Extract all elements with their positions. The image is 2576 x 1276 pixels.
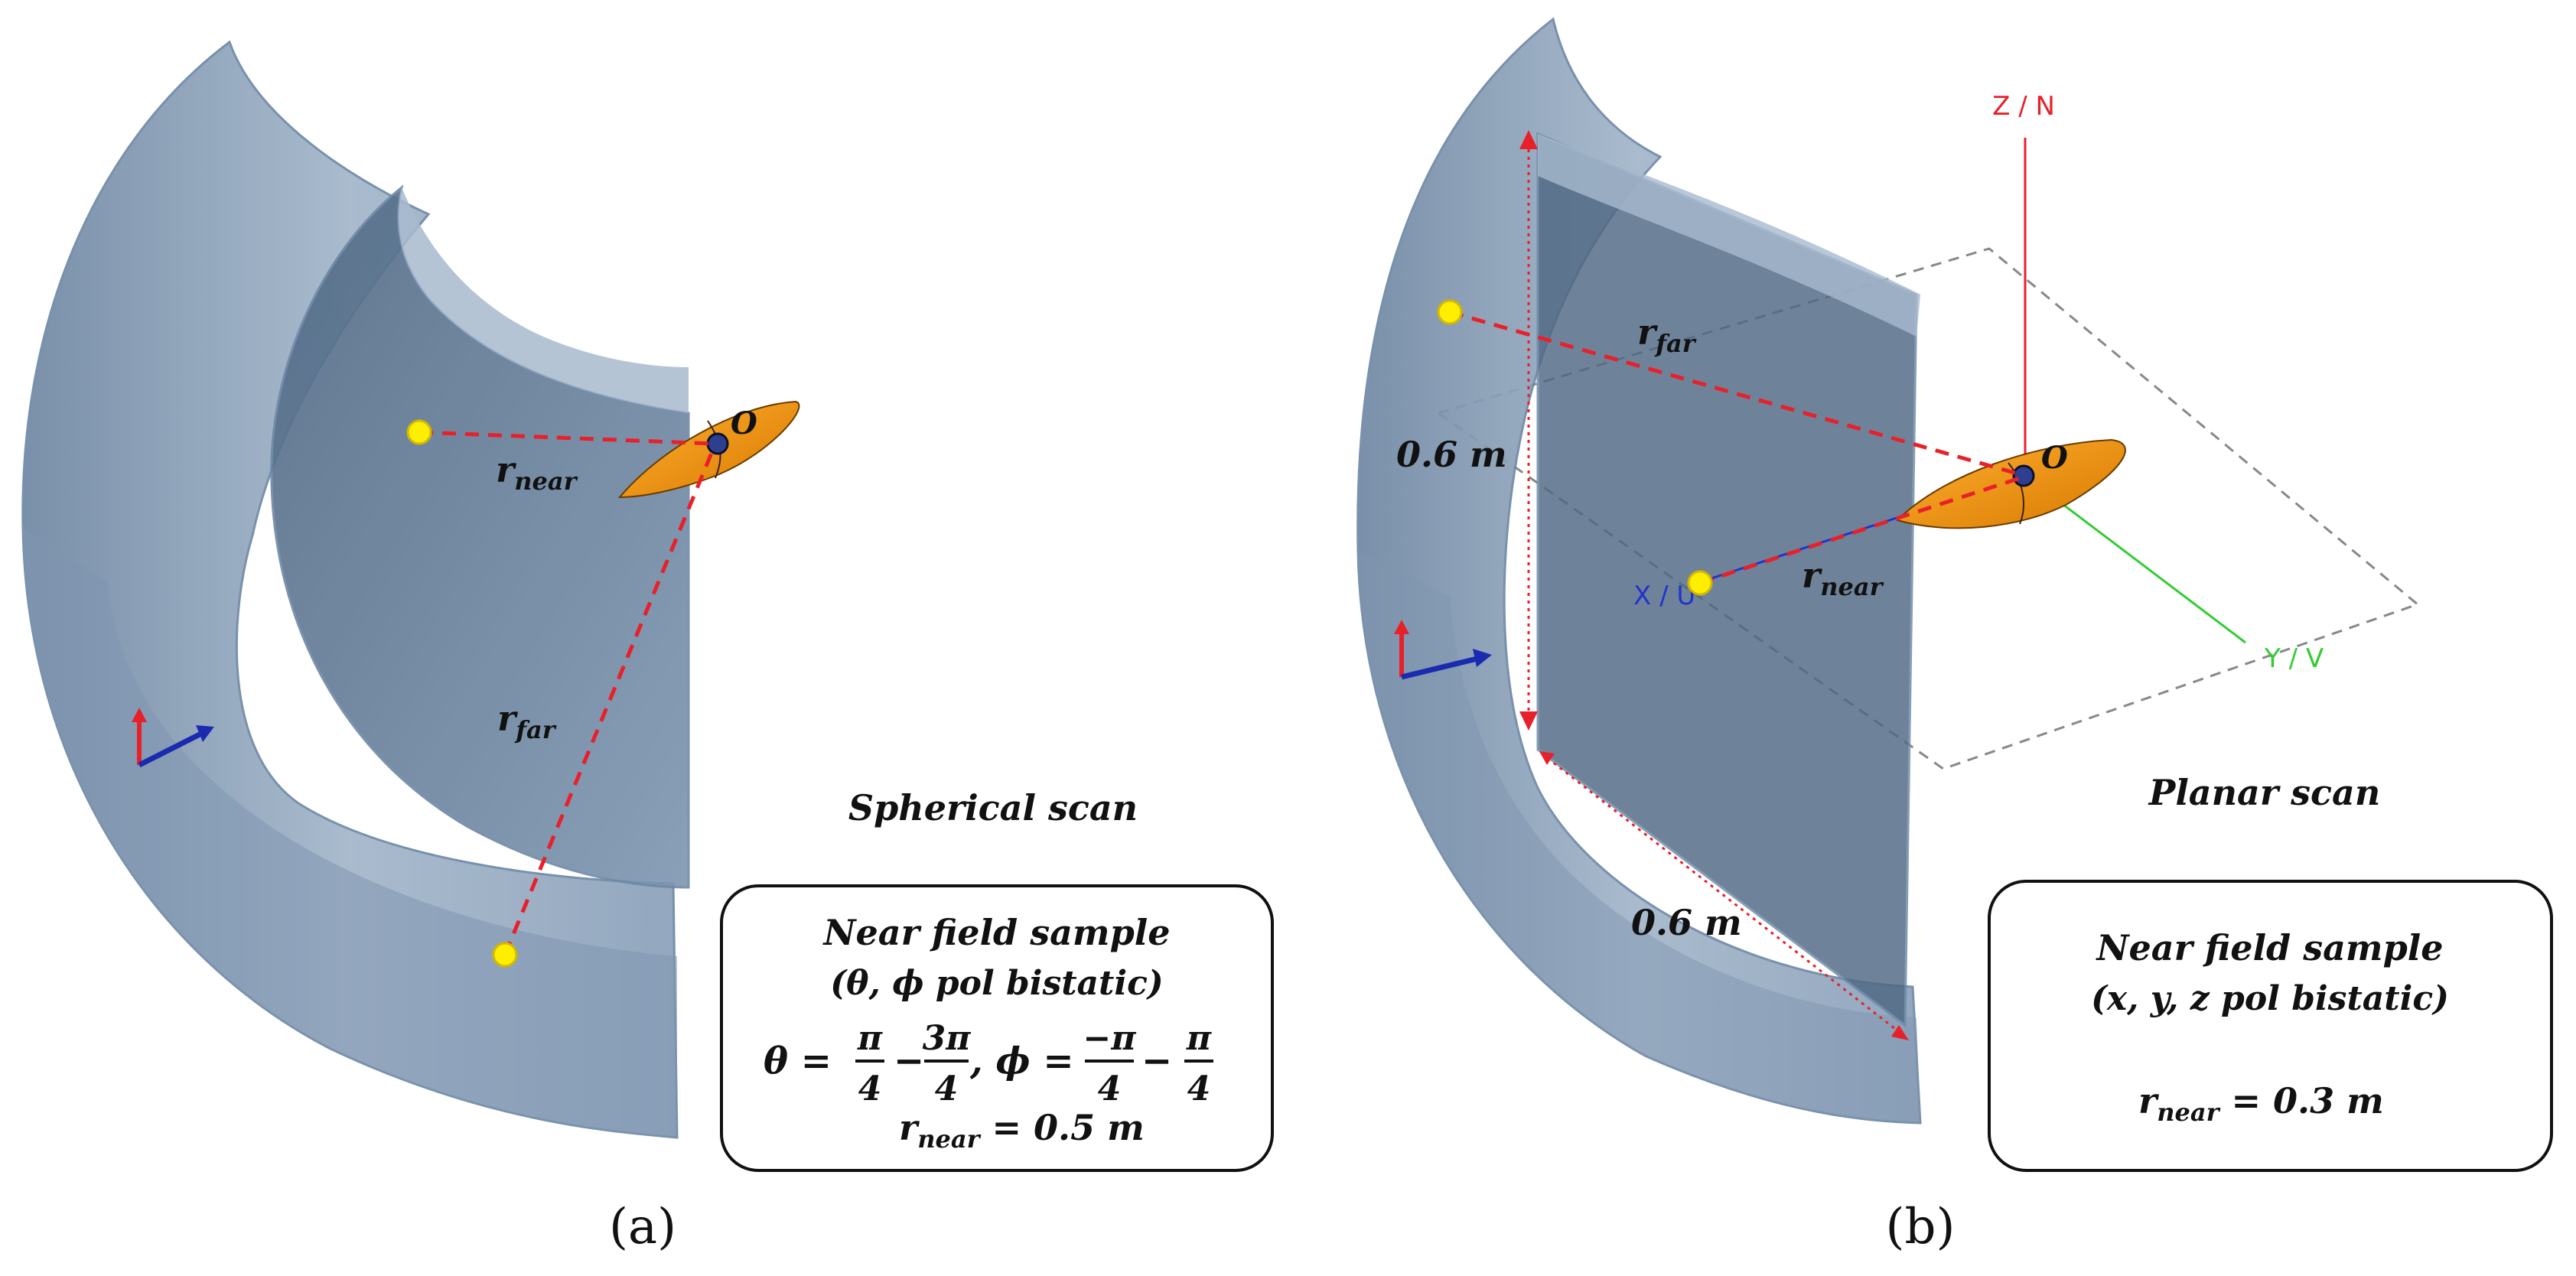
info-b-rnear: rnear = 0.3 m xyxy=(2138,1080,2384,1127)
height-label: 0.6 m xyxy=(1396,434,1507,475)
axis-x-label: X / U xyxy=(1633,581,1695,611)
probe-near-b xyxy=(1687,570,1713,596)
info-b-line1: Near field sample xyxy=(2095,927,2443,968)
frac2-num: 3π xyxy=(923,1019,972,1058)
planar-scan-top-rim xyxy=(1538,134,1920,337)
r-far-label-b: rfar xyxy=(1637,311,1697,358)
info-a-line1: Near field sample xyxy=(822,912,1170,953)
probe-near-a xyxy=(406,419,432,445)
origin-point-a xyxy=(706,432,729,455)
axis-y-label: Y / V xyxy=(2264,643,2324,674)
r-far-line-b xyxy=(1449,310,2021,477)
axis-z-label: Z / N xyxy=(1992,91,2055,122)
antenna-lobe-b xyxy=(1896,438,2126,529)
r-near-line-a xyxy=(418,430,715,446)
width-label: 0.6 m xyxy=(1631,902,1742,943)
frac1-den: 4 xyxy=(858,1069,882,1108)
frac3-num: −π xyxy=(1083,1019,1136,1058)
panel-a: O rnear rfar Spherical scan Near field s… xyxy=(21,40,1274,1255)
r-near-label-b: rnear xyxy=(1802,555,1884,601)
r-near-line-b xyxy=(1699,476,2021,585)
frac4-num: π xyxy=(1186,1019,1212,1058)
probe-far-a xyxy=(492,942,518,968)
minus1: − xyxy=(894,1040,924,1082)
axis-triad-a xyxy=(132,708,214,768)
scan-title-a: Spherical scan xyxy=(848,787,1138,828)
inner-shell-rim xyxy=(398,187,689,413)
outer-shell-band-b xyxy=(1358,551,1920,1123)
width-dimension xyxy=(1541,752,1906,1038)
origin-label-b: O xyxy=(2041,440,2068,476)
frac2-den: 4 xyxy=(935,1069,959,1108)
scan-title-b: Planar scan xyxy=(2148,772,2381,813)
theta-eq: θ = xyxy=(764,1040,832,1082)
outer-shell-band xyxy=(23,528,677,1138)
probe-far-b xyxy=(1437,299,1463,325)
info-b-line2: (x, y, z pol bistatic) xyxy=(2091,979,2449,1018)
r-near-label-a: rnear xyxy=(496,449,578,496)
origin-label-a: O xyxy=(731,405,757,441)
info-box-b: Near field sample (x, y, z pol bistatic)… xyxy=(1988,880,2553,1172)
frac4-den: 4 xyxy=(1187,1069,1211,1108)
panel-b: Z / N Y / V X / U 0.6 m 0.6 m O xyxy=(1356,17,2553,1255)
frac1-num: π xyxy=(857,1019,883,1058)
info-box-a: Near field sample (θ, ϕ pol bistatic) θ … xyxy=(720,884,1274,1172)
axis-triad-b xyxy=(1394,620,1492,680)
minus2: − xyxy=(1141,1040,1172,1082)
info-a-rnear: rnear = 0.5 m xyxy=(899,1107,1145,1154)
r-far-label-a: rfar xyxy=(497,698,557,744)
antenna-lobe-a xyxy=(617,400,800,499)
inner-spherical-shell xyxy=(270,184,690,889)
phi-eq: , ϕ = xyxy=(969,1040,1074,1082)
caption-a: (a) xyxy=(609,1199,676,1255)
info-a-line2: (θ, ϕ pol bistatic) xyxy=(830,964,1163,1003)
caption-b: (b) xyxy=(1886,1199,1956,1255)
origin-point-b xyxy=(2012,464,2035,487)
frac3-den: 4 xyxy=(1098,1069,1122,1108)
